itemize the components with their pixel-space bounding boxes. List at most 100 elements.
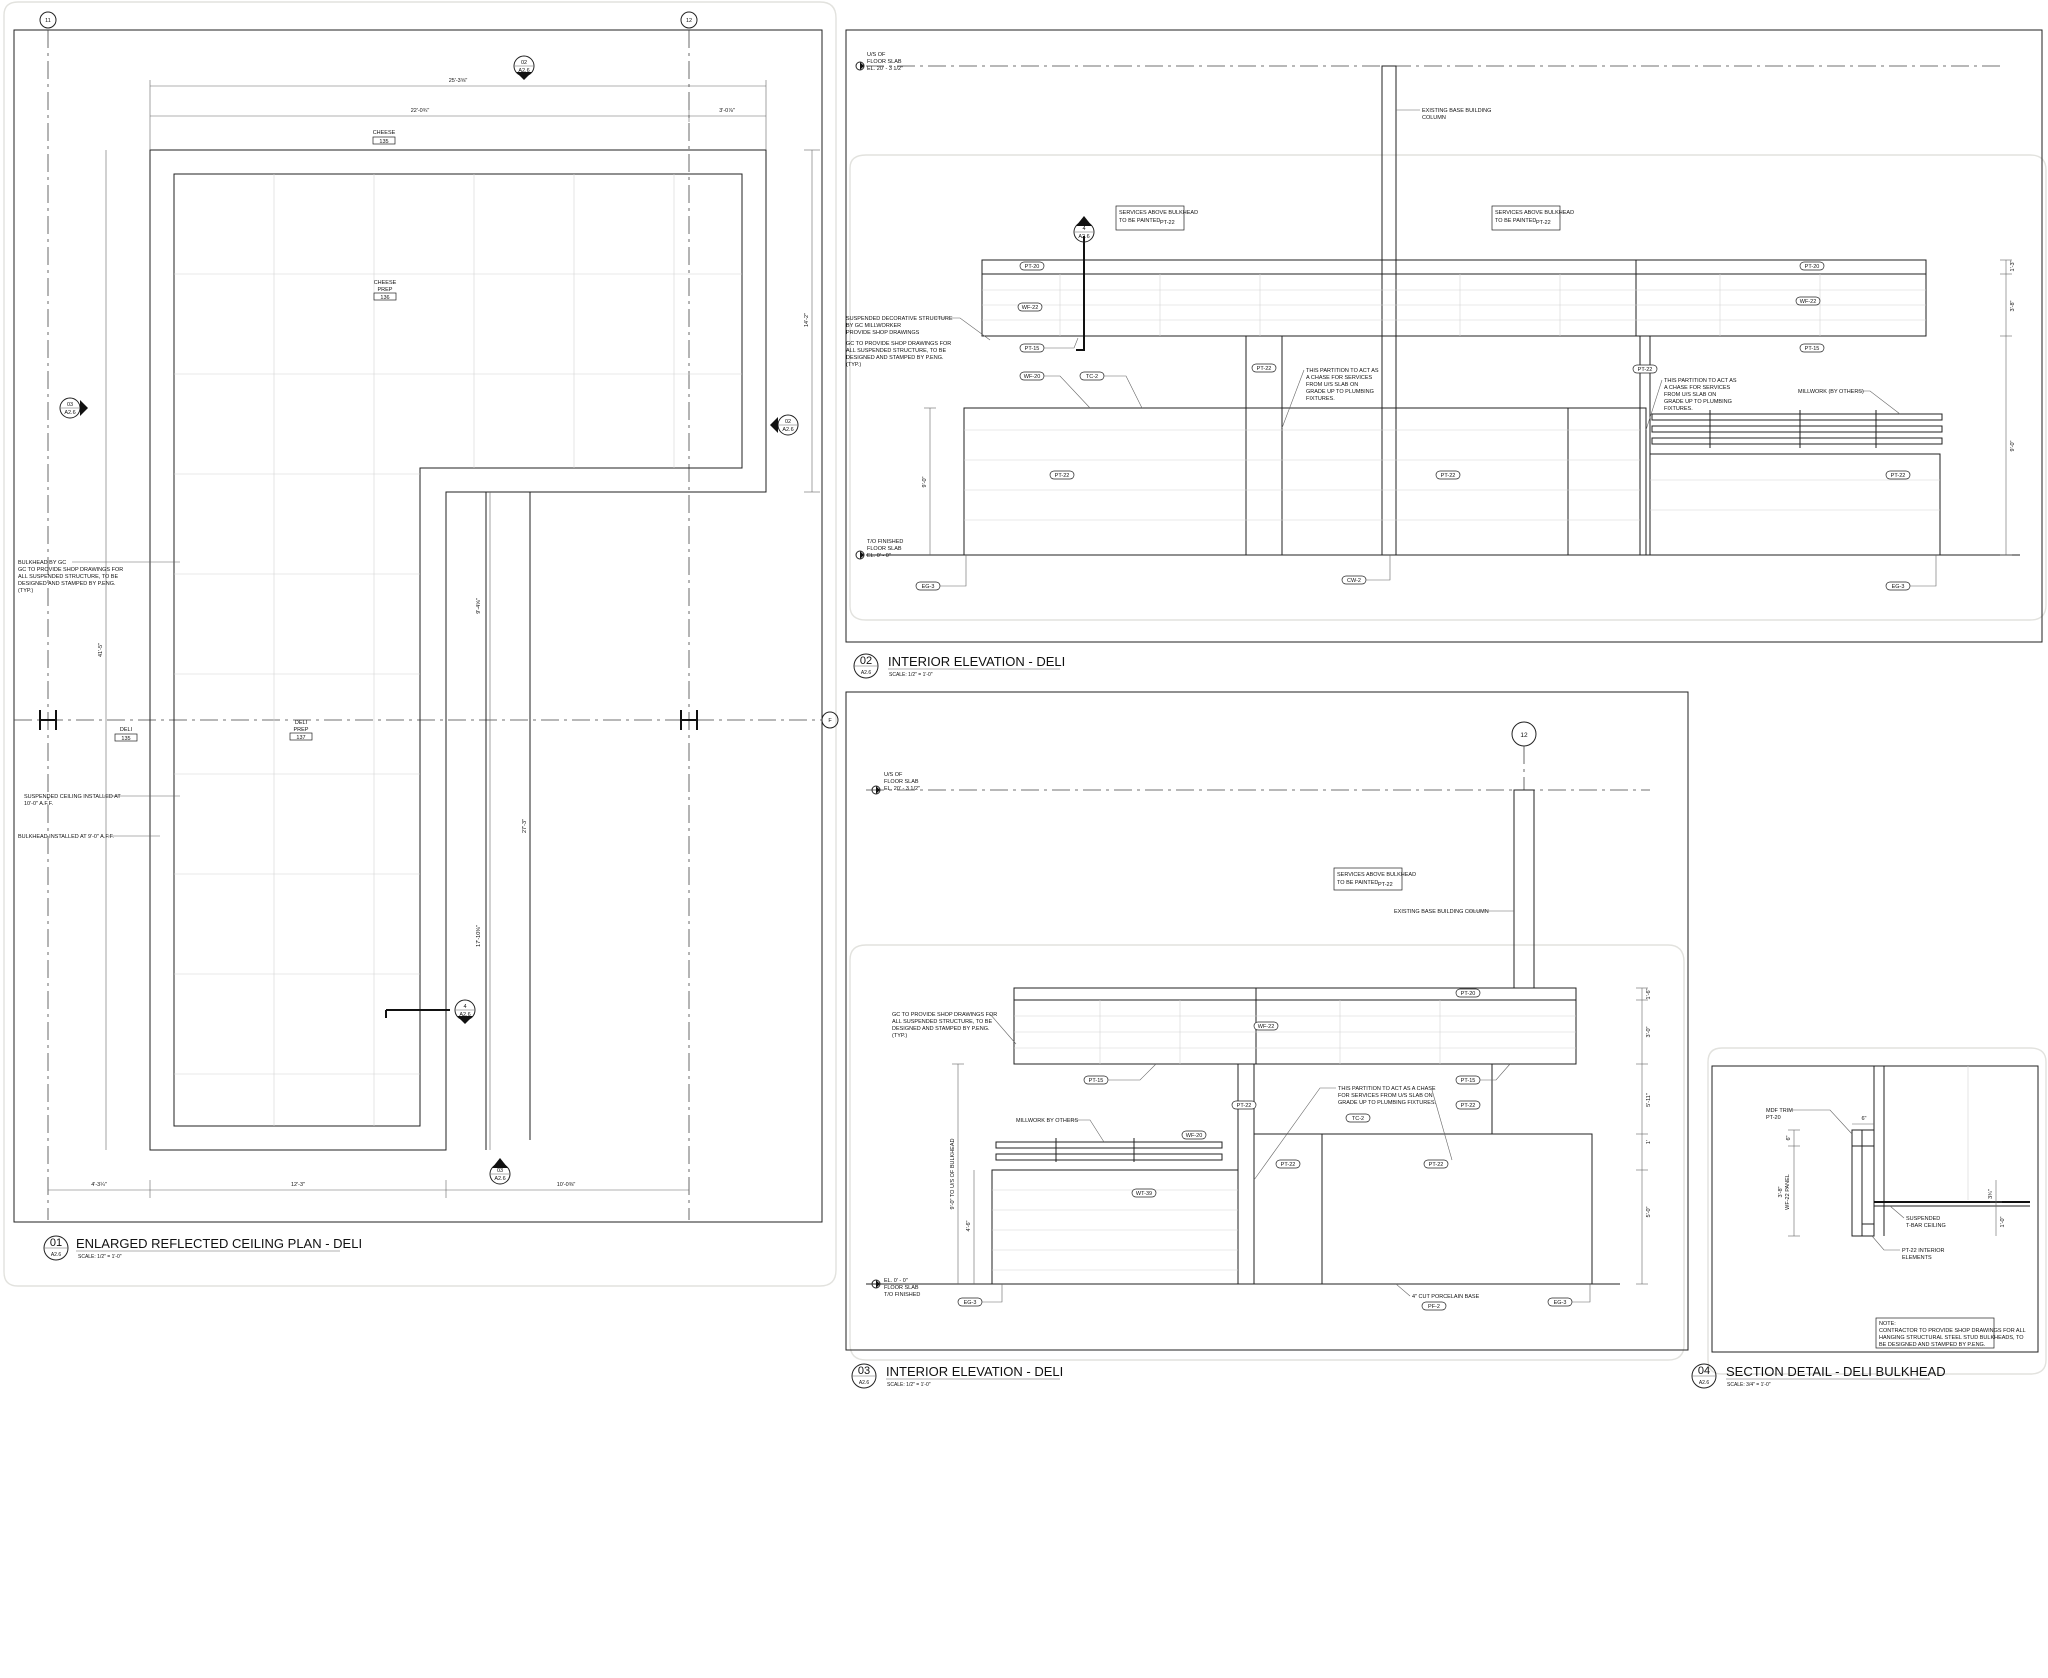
svg-text:A2.6: A2.6 [782,427,793,433]
svg-text:WF-20: WF-20 [1186,1133,1203,1139]
svg-text:PT-22: PT-22 [1536,220,1551,226]
note-box-contractor: NOTE: CONTRACTOR TO PROVIDE SHOP DRAWING… [1875,1317,2026,1349]
svg-text:A CHASE FOR SERVICES: A CHASE FOR SERVICES [1306,375,1373,381]
svg-text:PROVIDE SHOP DRAWINGS: PROVIDE SHOP DRAWINGS [846,330,920,336]
section-detail-04: MDF TRIM PT-20 SUSPENDED T-BAR CEILING P… [1691,1065,2039,1389]
svg-text:12: 12 [1520,732,1528,739]
dim-04-d: 1'-0" [2000,1216,2006,1227]
svg-text:CW-2: CW-2 [1347,578,1361,584]
svg-text:10'-0" A.F.F.: 10'-0" A.F.F. [24,801,53,807]
dim-top-right: 3'-0⅞" [719,108,735,114]
svg-text:PT-20: PT-20 [1766,1115,1781,1121]
level-marker-bottom-03: EL. 0' - 0" FLOOR SLAB T/O FINISHED [871,1278,920,1298]
elevation-marker-02-top: 02 A2.6 [513,55,535,80]
note-partition-chase-2: THIS PARTITION TO ACT AS A CHASE FOR SER… [1645,378,1737,431]
dim-04-a: 6" [1786,1135,1792,1140]
partition-wall-right [1649,453,1941,556]
svg-text:TC-2: TC-2 [1086,374,1098,380]
dim-top-left: 22'-0¾" [411,108,430,114]
svg-text:DELI: DELI [295,720,308,726]
title-02-sheet: A2.6 [861,670,872,676]
dim-top-overall: 25'-3⅝" [449,78,468,84]
svg-text:THIS PARTITION TO ACT AS: THIS PARTITION TO ACT AS [1306,368,1379,374]
svg-text:PT-22: PT-22 [1281,1162,1296,1168]
svg-text:CHEESE: CHEESE [373,130,396,136]
grid-bubble-11: 11 [39,11,57,29]
room-tag-deli-prep: DELI PREP 137 [289,720,313,741]
svg-text:GC TO PROVIDE SHOP DRAWINGS FO: GC TO PROVIDE SHOP DRAWINGS FOR [892,1012,997,1018]
dim-03-6: 9'-0" TO U/S OF BULKHEAD [950,1138,956,1209]
svg-text:PT-15: PT-15 [1461,1078,1476,1084]
note-suspended-structure: SUSPENDED DECORATIVE STRUCTURE BY GC MIL… [846,316,991,368]
note-services-03: SERVICES ABOVE BULKHEAD TO BE PAINTED PT… [1333,867,1416,891]
svg-text:(TYP.): (TYP.) [892,1033,907,1039]
svg-text:T/O FINISHED: T/O FINISHED [867,539,903,545]
svg-text:U/S OF: U/S OF [867,52,886,58]
elevation-03-dimensions [952,987,1648,1285]
svg-text:PT-22 INTERIOR: PT-22 INTERIOR [1902,1248,1945,1254]
svg-text:PT-22: PT-22 [1257,366,1272,372]
dim-inner-1: 9'-4⅝" [476,598,482,614]
svg-text:BY GC MILLWORKER: BY GC MILLWORKER [846,323,901,329]
svg-text:WF-20: WF-20 [1024,374,1041,380]
elevation-marker-03-bottom: 03 A2.6 [489,1158,511,1185]
revision-clouds [3,1,2047,1375]
section-marker-4-elev: 4 A2.6 [1073,216,1095,243]
svg-text:COLUMN: COLUMN [1422,115,1446,121]
bulkhead-fascia-03 [1013,987,1577,1001]
drawing-title-01: 01 A2.6 ENLARGED REFLECTED CEILING PLAN … [43,1235,362,1261]
bulkhead-panel-pattern [982,274,1926,336]
svg-text:DESIGNED AND STAMPED BY P.ENG.: DESIGNED AND STAMPED BY P.ENG. [846,355,944,361]
note-mdf-trim: MDF TRIM PT-20 [1766,1108,1853,1135]
dim-left-vertical: 41'-5" [98,643,104,657]
svg-text:EG-3: EG-3 [964,1300,977,1306]
svg-text:135: 135 [379,139,388,145]
level-marker-top-03: U/S OF FLOOR SLAB EL. 20' - 3 1/2" [871,772,920,795]
note-millwork-03: MILLWORK BY OTHERS [1016,1118,1105,1143]
title-02-text: INTERIOR ELEVATION - DELI [888,654,1065,669]
svg-text:PT-20: PT-20 [1461,991,1476,997]
svg-text:MILLWORK (BY OTHERS): MILLWORK (BY OTHERS) [1798,389,1864,395]
svg-text:A2.6: A2.6 [494,1176,505,1182]
svg-text:SERVICES ABOVE BULKHEAD: SERVICES ABOVE BULKHEAD [1337,872,1416,878]
svg-text:A2.6: A2.6 [64,410,75,416]
svg-text:PT-22: PT-22 [1237,1103,1252,1109]
svg-text:PT-15: PT-15 [1025,346,1040,352]
svg-text:THIS PARTITION TO ACT AS: THIS PARTITION TO ACT AS [1664,378,1737,384]
dim-02-3: 9'-0" [2010,440,2016,451]
svg-text:NOTE:: NOTE: [1879,1321,1896,1327]
dim-03-7: 4'-6" [966,1220,972,1231]
svg-text:PT-22: PT-22 [1461,1103,1476,1109]
svg-text:EL. 0' - 0": EL. 0' - 0" [867,553,891,559]
elevation-02-frame [845,29,2043,643]
svg-text:BULKHEAD BY GC: BULKHEAD BY GC [18,560,66,566]
svg-text:PT-22: PT-22 [1160,220,1175,226]
bulkhead-fascia-right [1635,259,1927,275]
note-services-2: SERVICES ABOVE BULKHEAD TO BE PAINTED PT… [1491,205,1574,231]
dim-03-4: 1' [1646,1140,1652,1144]
partition-wall-left [963,407,1647,556]
svg-text:WF-22: WF-22 [1258,1024,1275,1030]
interior-elevation-03: U/S OF FLOOR SLAB EL. 20' - 3 1/2" EL. 0… [845,691,1689,1389]
elevation-03-frame [845,691,1689,1351]
svg-text:PT-20: PT-20 [1025,264,1040,270]
bulkhead-outline-outer [149,149,767,1151]
svg-text:MILLWORK BY OTHERS: MILLWORK BY OTHERS [1016,1118,1078,1124]
svg-text:BE DESIGNED AND STAMPED BY P.E: BE DESIGNED AND STAMPED BY P.ENG. [1879,1342,1986,1348]
title-04-text: SECTION DETAIL - DELI BULKHEAD [1726,1364,1946,1379]
dim-03-1: 1'-6" [1646,988,1652,999]
svg-text:PREP: PREP [378,287,393,293]
dim-right-vertical: 14'-2" [804,313,810,327]
svg-text:GRADE UP TO PLUMBING: GRADE UP TO PLUMBING [1306,389,1374,395]
svg-text:FROM U/S SLAB ON: FROM U/S SLAB ON [1306,382,1358,388]
svg-text:ALL SUSPENDED STRUCTURE, TO BE: ALL SUSPENDED STRUCTURE, TO BE [18,574,118,580]
svg-text:SUSPENDED DECORATIVE STRUCTURE: SUSPENDED DECORATIVE STRUCTURE [846,316,953,322]
svg-text:(TYP.): (TYP.) [18,588,33,594]
column-03 [1513,789,1535,989]
svg-text:ALL SUSPENDED STRUCTURE, TO BE: ALL SUSPENDED STRUCTURE, TO BE [892,1019,992,1025]
svg-text:03: 03 [497,1168,503,1174]
svg-text:FIXTURES.: FIXTURES. [1306,396,1335,402]
svg-text:CHEESE: CHEESE [374,280,397,286]
dim-02-2: 3'-8" [2010,300,2016,311]
